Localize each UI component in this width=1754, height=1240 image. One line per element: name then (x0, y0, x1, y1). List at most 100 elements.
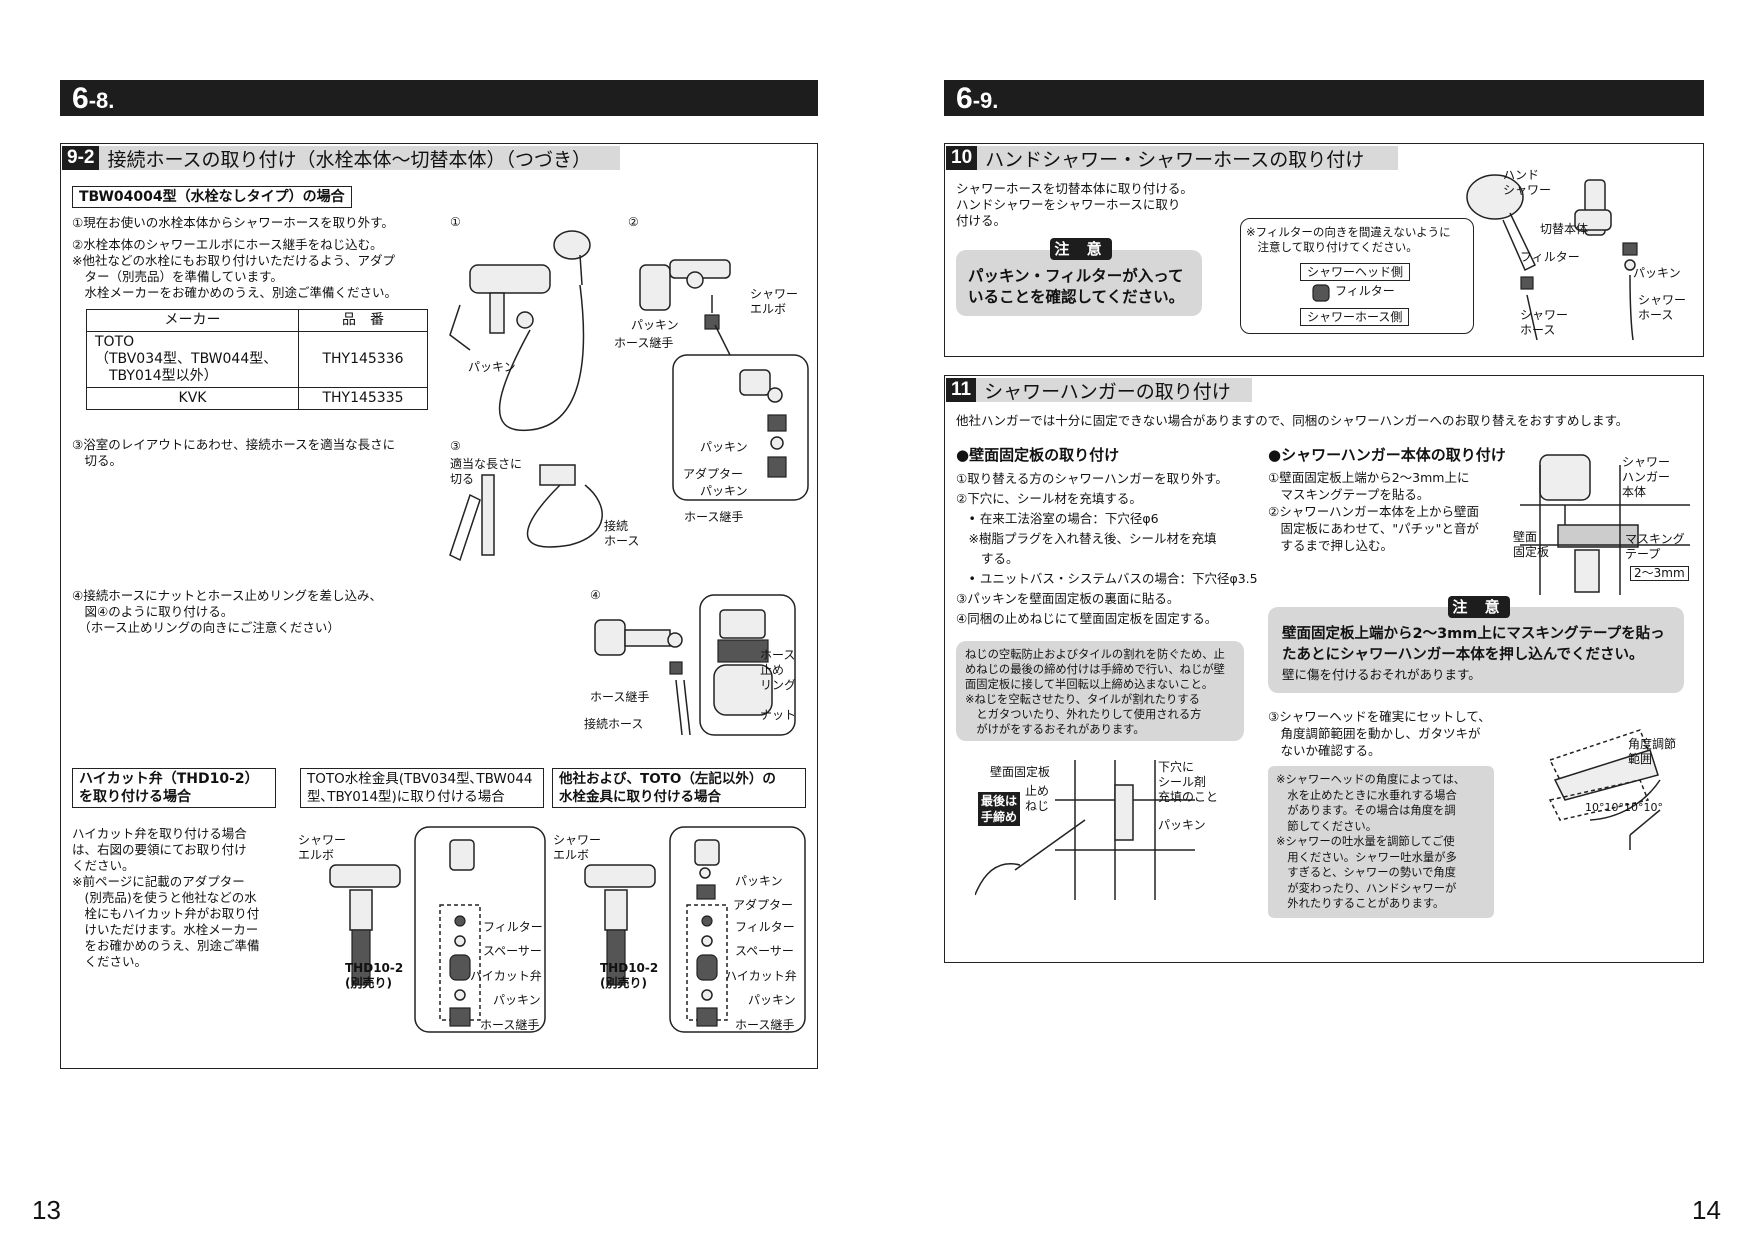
section-11-frame (944, 375, 1704, 963)
label-gap: 2〜3mm (1630, 566, 1689, 581)
section-10-number: 10 (946, 146, 978, 170)
left-page-header-suffix: -8. (88, 88, 115, 113)
label-hose-joint-4: ホース継手 (590, 690, 650, 704)
left-page-header-number: 6 (72, 82, 89, 115)
section-11-number: 11 (946, 378, 977, 402)
label-nut: ナット (760, 708, 797, 722)
section-11-intro: 他社ハンガーでは十分に固定できない場合がありますので、同梱のシャワーハンガーへの… (956, 413, 1629, 428)
figA-packing: パッキン (493, 993, 541, 1007)
fig10-filter: フィルター (1520, 250, 1580, 264)
label-wall-packing: パッキン (1158, 818, 1206, 832)
label-packing-2: パッキン (631, 318, 679, 332)
table-cell-part: THY145336 (298, 331, 428, 388)
section-11-title: シャワーハンガーの取り付け (984, 380, 1231, 403)
highcut-illustration-a (329, 826, 546, 1033)
fig10-packing: パッキン (1633, 266, 1681, 280)
section-10-caution-box (956, 250, 1202, 316)
figB-thd: THD10-2 (別売り) (600, 961, 659, 990)
hose-ring-illustration (594, 594, 796, 736)
label-pilot-hole: 下穴に シール剤 充填のこと (1158, 760, 1219, 804)
hanger-steps: ①壁面固定板上端から2〜3mm上に マスキングテープを貼る。 ②シャワーハンガー… (1268, 470, 1479, 553)
label-hose-joint: ホース継手 (614, 336, 674, 350)
label-angle-ticks: 10°10°10°10° (1585, 801, 1663, 814)
highcut-description: ハイカット弁を取り付ける場合 は、右図の要領にてお取り付け ください。 ※前ペー… (72, 826, 260, 969)
label-angle-range: 角度調節 範囲 (1628, 737, 1677, 766)
filter-icon (1312, 284, 1330, 302)
other-faucet-box: 他社および、TOTO（左記以外）の 水栓金具に取り付ける場合 (552, 768, 806, 808)
wall-plate-title: ●壁面固定板の取り付け (956, 446, 1120, 464)
section-10-header: 10 ハンドシャワー・シャワーホースの取り付け (946, 146, 1398, 171)
fig-circle-2: ② (628, 215, 639, 229)
section-10-text: シャワーホースを切替本体に取り付ける。 ハンドシャワーをシャワーホースに取り 付… (956, 181, 1193, 228)
wall-plate-note: ねじの空転防止およびタイルの割れを防ぐため、止 めねじの最後の締め付けは手締めで… (965, 648, 1225, 736)
label-connection-hose: 接続 ホース (604, 519, 640, 548)
step-1: ①現在お使いの水栓本体からシャワーホースを取り外す。 (72, 215, 394, 230)
hanger-illustration (1520, 454, 1690, 595)
label-zoom-packing-2: パッキン (700, 484, 748, 498)
toto-faucet-box: TOTO水栓金具(TBV034型､TBW044 型､TBY014型)に取り付ける… (300, 768, 544, 808)
section-9-2-title: 接続ホースの取り付け（水栓本体〜切替本体）（つづき） (107, 148, 592, 171)
right-page-header-number: 6 (956, 82, 973, 115)
label-zoom-adapter: アダプター (683, 467, 744, 481)
hanger-note-box (1268, 766, 1494, 918)
fig10-shower-hose-2: シャワー ホース (1638, 293, 1687, 322)
filter-note-box (1240, 218, 1474, 334)
section-9-2-header: 9-2 接続ホースの取り付け（水栓本体〜切替本体）（つづき） (62, 146, 620, 171)
section-10-caution-text: パッキン・フィルターが入って いることを確認してください。 (968, 267, 1185, 306)
right-page-header: 6-9. (944, 80, 1704, 116)
hanger-caution-text: 壁面固定板上端から2〜3mm上にマスキングテープを貼っ たあとにシャワーハンガー… (1282, 626, 1665, 663)
page-number-right: 14 (1692, 1195, 1721, 1225)
highcut-illustration-b (584, 826, 806, 1033)
figB-shower-elbow: シャワー エルボ (553, 833, 602, 862)
model-subtitle: TBW04004型（水栓なしタイプ）の場合 (72, 186, 352, 208)
section-10-title: ハンドシャワー・シャワーホースの取り付け (985, 148, 1365, 171)
figB-spacer: スペーサー (735, 944, 794, 958)
step-3: ③浴室のレイアウトにあわせ、接続ホースを適当な長さに 切る。 (72, 437, 396, 468)
shower-hose-side: シャワーホース側 (1300, 308, 1410, 326)
table-row: TOTO （TBV034型、TBW044型、 TBY014型以外） THY145… (86, 331, 428, 388)
hanger-caution-subtext: 壁に傷を付けるおそれがあります。 (1282, 667, 1481, 682)
table-cell-part: THY145335 (298, 387, 428, 410)
hanger-title: ●シャワーハンガー本体の取り付け (1268, 446, 1506, 464)
filter-note: ※フィルターの向きを間違えないように 注意して取り付けてください。 (1246, 225, 1451, 254)
label-masking-tape: マスキング テープ (1625, 532, 1685, 561)
label-hose-stop-ring: ホース 止め リング (760, 648, 797, 692)
table-header-row: メーカー 品 番 (86, 309, 428, 332)
right-page-header-suffix: -9. (972, 88, 999, 113)
adapter-table: メーカー 品 番 TOTO （TBV034型、TBW044型、 TBY014型以… (86, 309, 428, 410)
fig-circle-3: ③ (450, 439, 461, 453)
table-row: KVK THY145335 (86, 387, 428, 410)
step-2-note: ※他社などの水栓にもお取り付けいただけるよう、アダプ ター（別売品）を準備してい… (72, 253, 398, 300)
fig10-switch-body: 切替本体 (1540, 222, 1589, 236)
fig-circle-4: ④ (590, 588, 601, 602)
label-connection-hose-4: 接続ホース (584, 717, 644, 731)
label-zoom-hose-joint: ホース継手 (684, 510, 744, 524)
shower-head-side: シャワーヘッド側 (1300, 263, 1411, 281)
faucet-hose-illustration (449, 230, 809, 562)
figB-filter: フィルター (735, 920, 795, 934)
wall-plate-illustration (975, 760, 1195, 900)
label-wall-plate: 壁面固定板 (990, 765, 1051, 779)
figB-valve: ハイカット弁 (725, 969, 797, 983)
wall-plate-note-box (956, 641, 1244, 741)
table-header: 品 番 (298, 309, 428, 332)
hanger-step-3: ③シャワーヘッドを確実にセットして、 角度調節範囲を動かし、ガタツキが ないか確… (1268, 709, 1491, 758)
left-page-header: 6-8. (60, 80, 818, 116)
table-cell-maker: TOTO （TBV034型、TBW044型、 TBY014型以外） (86, 331, 299, 388)
figA-valve: ハイカット弁 (470, 969, 542, 983)
table-cell-maker: KVK (86, 387, 299, 410)
figB-packing-top: パッキン (735, 874, 783, 888)
figA-thd: THD10-2 (別売り) (345, 961, 404, 990)
label-zoom-packing: パッキン (700, 440, 748, 454)
label-cut: 適当な長さに 切る (450, 457, 523, 486)
filter-mid-label: フィルター (1335, 284, 1395, 298)
highcut-title-box: ハイカット弁（THD10-2） を取り付ける場合 (72, 768, 276, 808)
figB-packing: パッキン (748, 993, 796, 1007)
label-last-hand-tighten: 最後は 手締め (978, 792, 1021, 826)
fig-circle-1: ① (450, 215, 461, 229)
hanger-caution-box (1268, 607, 1684, 693)
table-header: メーカー (86, 309, 299, 332)
angle-illustration (1548, 729, 1661, 850)
label-packing: パッキン (468, 360, 516, 374)
label-stop-screw: 止め ねじ (1025, 784, 1050, 813)
